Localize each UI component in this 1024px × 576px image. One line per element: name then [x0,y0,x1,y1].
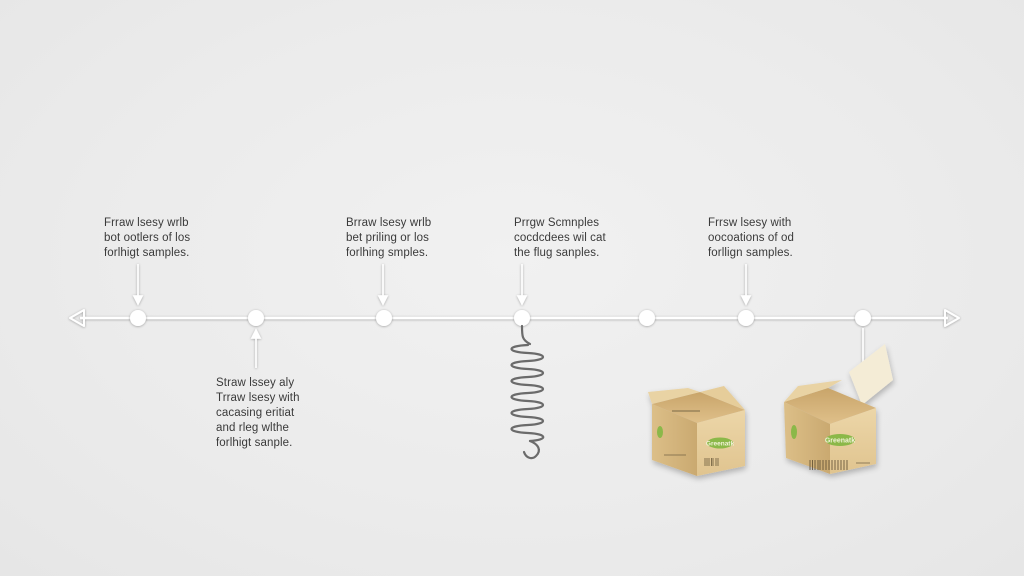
milestone-label-line: Brraw lsesy wrlb [346,217,432,229]
milestone-label-line: forllign samples. [708,247,793,259]
milestone-label-line: oocoations of od [708,232,794,244]
milestone-label-1: Frraw lsesy wrlb bot ootlers of los forl… [104,216,190,261]
timeline-node[interactable] [248,310,264,326]
milestone-label-line: and rleg wlthe [216,422,289,434]
milestone-label-line: Frraw lsesy wrlb [104,217,189,229]
milestone-label-line: Straw lssey aly [216,377,295,389]
box-side-print [657,410,700,456]
milestone-label-3: Prrgw Scmnples cocdcdees wil cat the flu… [514,216,606,261]
box-logo-badge [825,434,855,446]
timeline-node[interactable] [376,310,392,326]
shipping-box-icon: Greenatk [784,344,893,474]
milestone-label-line: forlhing smples. [346,247,429,259]
arrow-up-icon [250,328,262,368]
milestone-label-5: Straw lssey aly Trraw lsesy with cacasin… [216,376,300,451]
timeline-node[interactable] [855,310,871,326]
milestone-label-line: forlhigt sanple. [216,437,293,449]
arrow-left-icon [69,309,85,327]
milestone-label-line: Prrgw Scmnples [514,217,600,229]
connector-arrows [132,264,864,368]
milestone-label-2: Brraw lsesy wrlb bet priling or los forl… [346,216,431,261]
milestone-label-line: forlhigt samples. [104,247,190,259]
arrow-down-icon [377,264,389,306]
milestone-label-line: the flug sanples. [514,247,600,259]
arrow-down-icon [132,264,144,306]
arrow-down-icon [740,264,752,306]
open-box-icon: Greenatk [648,386,745,476]
milestone-label-4: Frrsw lsesy with oocoations of od forlli… [708,216,794,261]
spring-icon [510,324,545,460]
timeline-nodes [130,310,871,326]
box-lid-flap [849,344,893,405]
box-logo-text: Greenatk [706,441,735,448]
timeline-node[interactable] [130,310,146,326]
barcode-icon [704,458,719,466]
milestone-label-line: bot ootlers of los [104,232,191,244]
arrow-right-icon [944,309,960,327]
arrow-down-icon [516,264,528,306]
milestone-label-line: cocdcdees wil cat [514,232,606,244]
box-logo-text: Greenatk [825,438,855,445]
milestone-label-line: Trraw lsesy with [216,392,300,404]
timeline-node[interactable] [514,310,530,326]
timeline-node[interactable] [639,310,655,326]
milestone-label-line: cacasing eritiat [216,407,295,419]
box-side-print [791,425,870,464]
milestone-label-line: Frrsw lsesy with [708,217,792,229]
timeline-node[interactable] [738,310,754,326]
box-logo-badge [707,437,733,449]
milestone-label-line: bet priling or los [346,232,429,244]
barcode-icon [809,460,848,470]
